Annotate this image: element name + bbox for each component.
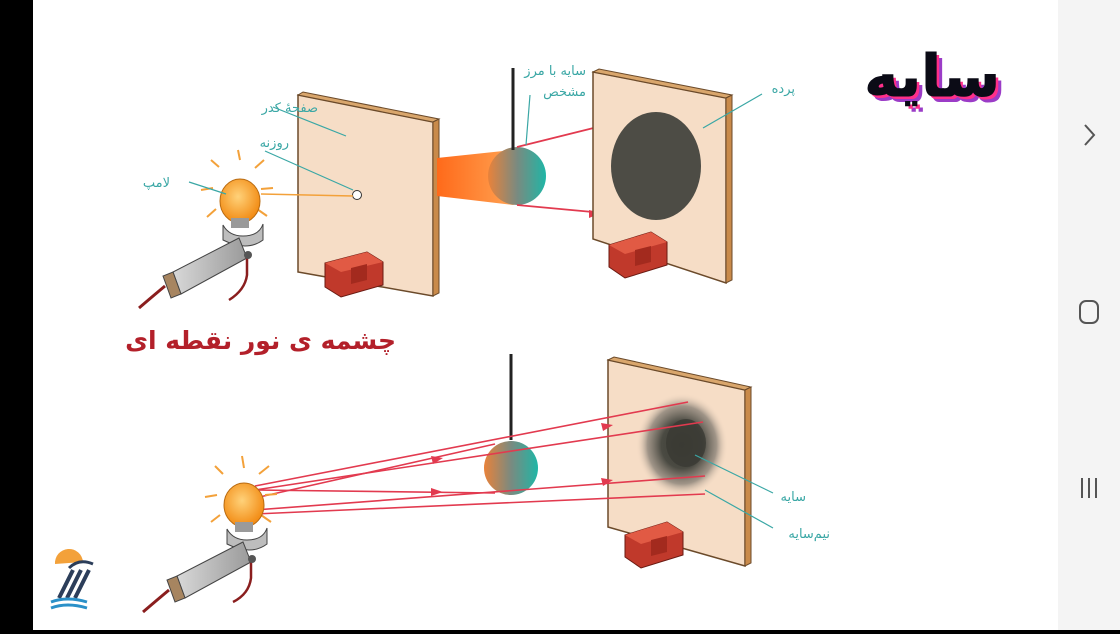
label-sharp-shadow-2: مشخص: [543, 85, 586, 100]
screen-stand: [608, 231, 668, 279]
label-sharp-shadow-1: سایه با مرز: [523, 64, 586, 79]
lamp-bottom: [142, 455, 278, 614]
label-lamp: لامپ: [143, 176, 170, 191]
label-penumbra: نیم‌سایه: [788, 527, 830, 542]
diagram: صفحهٔ کدر روزنه لامپ سایه با مرز مشخص پر…: [50, 42, 1006, 614]
nav-back-button[interactable]: [1058, 110, 1120, 160]
logo-icon: [50, 548, 94, 610]
android-nav-bar: [1058, 0, 1120, 630]
home-icon: [1079, 300, 1099, 324]
bottom-rays: [254, 401, 706, 515]
bulb-to-hole-line: [260, 193, 354, 197]
subtitle: چشمه ی نور نقطه ای: [125, 326, 396, 356]
bottom-leaders: [694, 454, 774, 529]
page-title: سایه: [864, 42, 1000, 110]
chevron-right-icon: [1084, 124, 1096, 146]
label-umbra: سایه: [781, 490, 806, 505]
slide-canvas: صفحهٔ کدر روزنه لامپ سایه با مرز مشخص پر…: [33, 0, 1058, 630]
screen-stand-bottom: [624, 521, 684, 569]
sharp-shadow: [611, 112, 701, 220]
title-mid: سایه: [867, 45, 1003, 113]
nav-home-button[interactable]: [1058, 287, 1120, 337]
top-scene: صفحهٔ کدر روزنه لامپ سایه با مرز مشخص پر…: [125, 64, 795, 356]
label-hole: روزنه: [260, 136, 289, 151]
bottom-scene: سایه نیم‌سایه: [142, 354, 830, 614]
opaque-ball: [488, 147, 546, 205]
opaque-ball-bottom: [484, 441, 538, 495]
pinhole: [352, 190, 362, 200]
title-group: سایه سایه سایه: [864, 42, 1006, 117]
recent-apps-icon: [1081, 478, 1097, 498]
left-black-bar: [0, 0, 33, 630]
top-leaders: [188, 93, 763, 195]
lamp: [138, 149, 274, 310]
label-cardboard: صفحهٔ کدر: [261, 101, 318, 116]
screen-board: [591, 68, 734, 285]
label-screen: پرده: [772, 82, 796, 97]
nav-recent-button[interactable]: [1058, 463, 1120, 513]
board-stand: [324, 251, 384, 298]
title-shadow: سایه: [870, 48, 1006, 116]
